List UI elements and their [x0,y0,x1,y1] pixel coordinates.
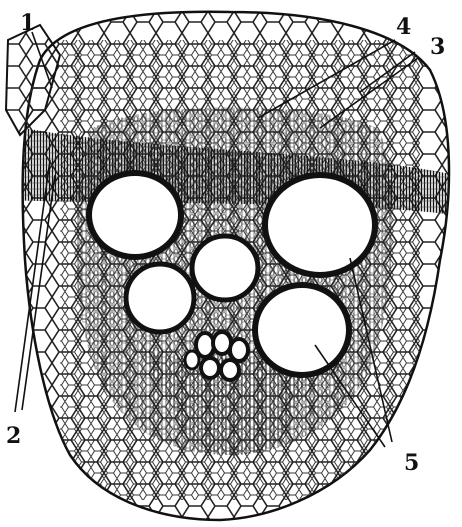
label-3: 3 [430,36,445,58]
vessel-upper-left [89,173,181,257]
label-4: 4 [396,16,411,38]
vessel-upper-right [265,175,375,275]
label-1: 1 [20,12,35,34]
vessel-lower-left [126,264,194,332]
label-2: 2 [6,425,21,447]
vessel-center [192,236,258,300]
label-5: 5 [404,452,419,474]
vessel-lower-right [255,285,349,375]
